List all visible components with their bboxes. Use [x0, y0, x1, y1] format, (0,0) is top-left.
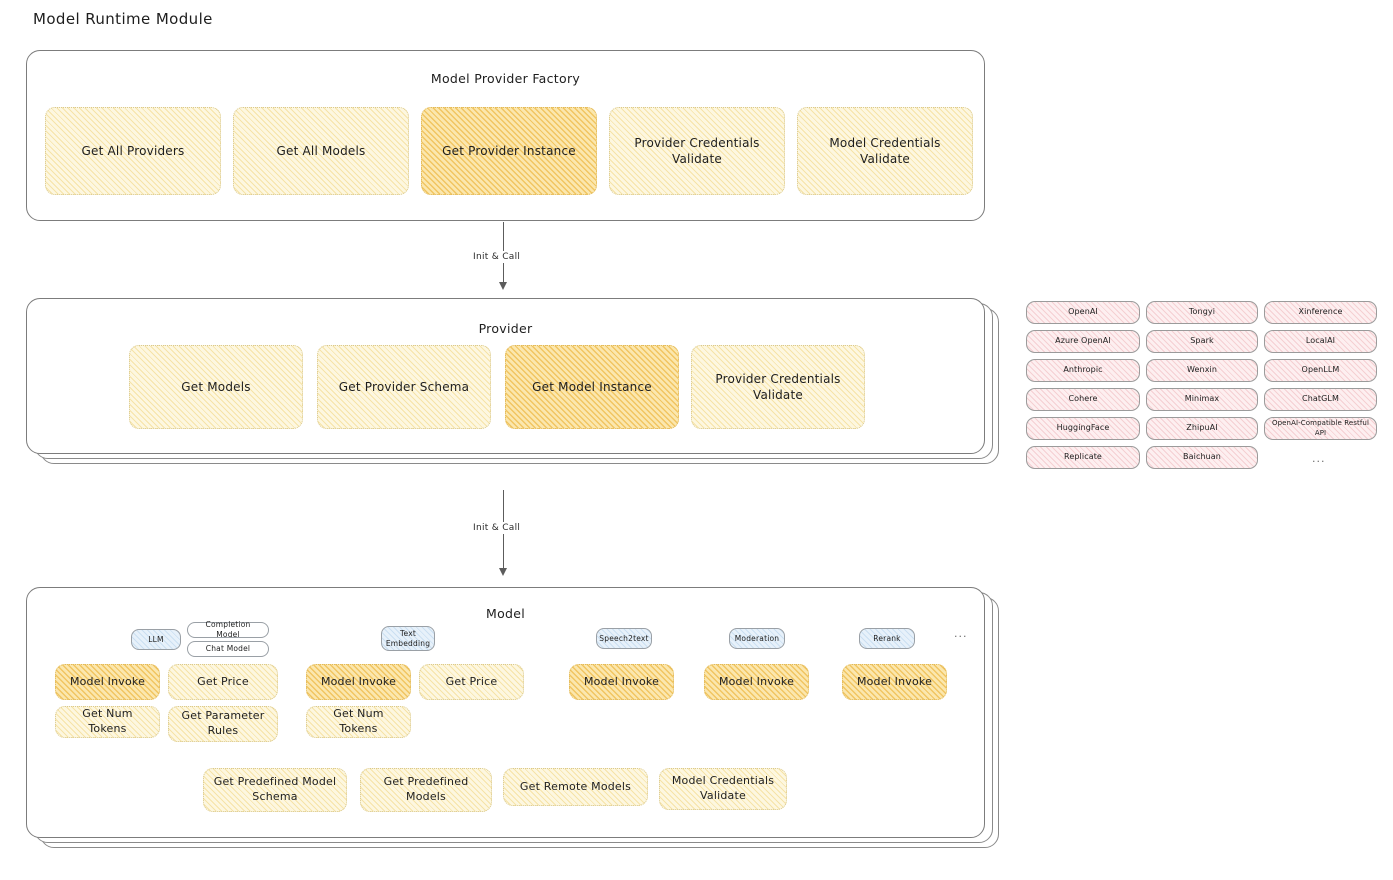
provider-chip-openai-compatible-restful-api[interactable]: OpenAI-Compatible Restful API — [1264, 417, 1377, 440]
node-get-all-providers[interactable]: Get All Providers — [45, 107, 221, 195]
provider-chip-spark[interactable]: Spark — [1146, 330, 1258, 353]
model-panel: Model LLM Completion Model Chat Model Mo… — [26, 587, 985, 838]
node-llm-get-price[interactable]: Get Price — [168, 664, 278, 700]
model-subtype-badge-completion-model[interactable]: Completion Model — [187, 620, 269, 639]
node-llm-model-invoke[interactable]: Model Invoke — [55, 664, 160, 700]
node-get-provider-schema[interactable]: Get Provider Schema — [317, 345, 491, 429]
page-title: Model Runtime Module — [33, 10, 213, 28]
arrow-factory-to-provider-head — [499, 282, 507, 290]
provider-chip-huggingface[interactable]: HuggingFace — [1026, 417, 1140, 440]
node-text-embedding-model-invoke[interactable]: Model Invoke — [306, 664, 411, 700]
node-text-embedding-get-num-tokens[interactable]: Get Num Tokens — [306, 706, 411, 738]
provider-chip-baichuan[interactable]: Baichuan — [1146, 446, 1258, 469]
node-model-credentials-validate-2[interactable]: Model Credentials Validate — [659, 768, 787, 810]
model-provider-factory-title: Model Provider Factory — [430, 71, 581, 86]
arrow-factory-to-provider-label: Init & Call — [469, 251, 525, 263]
model-type-badge-llm[interactable]: LLM — [131, 629, 181, 650]
node-llm-get-parameter-rules[interactable]: Get Parameter Rules — [168, 706, 278, 742]
node-get-remote-models[interactable]: Get Remote Models — [503, 768, 648, 806]
provider-chip-chatglm[interactable]: ChatGLM — [1264, 388, 1377, 411]
provider-chip-xinference[interactable]: Xinference — [1264, 301, 1377, 324]
provider-chip-localai[interactable]: LocalAI — [1264, 330, 1377, 353]
provider-chip-openllm[interactable]: OpenLLM — [1264, 359, 1377, 382]
node-llm-get-num-tokens[interactable]: Get Num Tokens — [55, 706, 160, 738]
model-type-badge-moderation[interactable]: Moderation — [729, 628, 785, 649]
provider-panel: Provider Get Models Get Provider Schema … — [26, 298, 985, 454]
provider-title: Provider — [478, 321, 533, 336]
model-provider-factory-panel: Model Provider Factory Get All Providers… — [26, 50, 985, 221]
provider-chip-minimax[interactable]: Minimax — [1146, 388, 1258, 411]
node-get-all-models[interactable]: Get All Models — [233, 107, 409, 195]
node-get-model-instance[interactable]: Get Model Instance — [505, 345, 679, 429]
model-title: Model — [485, 606, 526, 621]
node-moderation-model-invoke[interactable]: Model Invoke — [704, 664, 809, 700]
provider-chip-anthropic[interactable]: Anthropic — [1026, 359, 1140, 382]
provider-chip-openai[interactable]: OpenAI — [1026, 301, 1140, 324]
provider-chip-cohere[interactable]: Cohere — [1026, 388, 1140, 411]
model-types-ellipsis: ... — [954, 627, 968, 640]
node-get-predefined-model-schema[interactable]: Get Predefined Model Schema — [203, 768, 347, 812]
provider-chip-tongyi[interactable]: Tongyi — [1146, 301, 1258, 324]
model-type-badge-text-embedding[interactable]: Text Embedding — [381, 626, 435, 651]
node-speech2text-model-invoke[interactable]: Model Invoke — [569, 664, 674, 700]
node-get-models[interactable]: Get Models — [129, 345, 303, 429]
node-rerank-model-invoke[interactable]: Model Invoke — [842, 664, 947, 700]
node-text-embedding-get-price[interactable]: Get Price — [419, 664, 524, 700]
arrow-provider-to-model-label: Init & Call — [469, 522, 525, 534]
model-type-badge-rerank[interactable]: Rerank — [859, 628, 915, 649]
model-subtype-badge-chat-model[interactable]: Chat Model — [187, 641, 269, 657]
node-provider-credentials-validate[interactable]: Provider Credentials Validate — [609, 107, 785, 195]
provider-list-ellipsis: ... — [1312, 452, 1326, 465]
provider-chip-zhipuai[interactable]: ZhipuAI — [1146, 417, 1258, 440]
arrow-provider-to-model-head — [499, 568, 507, 576]
node-get-provider-instance[interactable]: Get Provider Instance — [421, 107, 597, 195]
node-get-predefined-models[interactable]: Get Predefined Models — [360, 768, 492, 812]
model-type-badge-speech2text[interactable]: Speech2text — [596, 628, 652, 649]
provider-chip-azure-openai[interactable]: Azure OpenAI — [1026, 330, 1140, 353]
node-model-credentials-validate[interactable]: Model Credentials Validate — [797, 107, 973, 195]
provider-chip-wenxin[interactable]: Wenxin — [1146, 359, 1258, 382]
provider-chip-replicate[interactable]: Replicate — [1026, 446, 1140, 469]
node-provider-credentials-validate-2[interactable]: Provider Credentials Validate — [691, 345, 865, 429]
